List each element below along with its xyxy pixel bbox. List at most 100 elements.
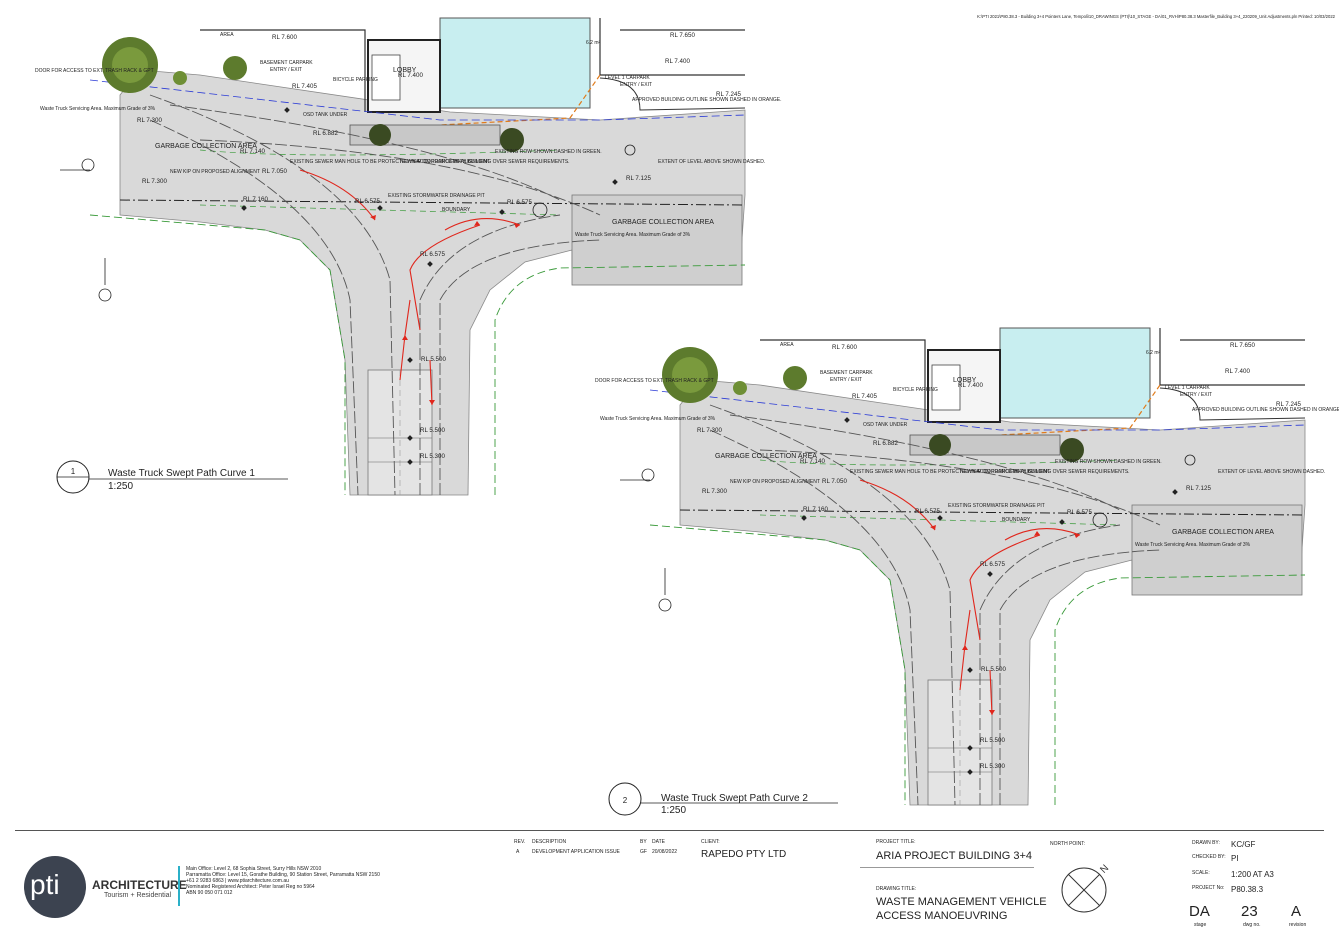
drawing-title-line-2: ACCESS MANOEUVRING bbox=[876, 910, 1008, 922]
level-label: RL 5.300 bbox=[420, 453, 445, 460]
stage-value: DA bbox=[1189, 903, 1210, 920]
level-label: RL 7.125 bbox=[1186, 485, 1211, 492]
pti-logo: pti bbox=[24, 856, 86, 918]
note-label: APPROVED BUILDING OUTLINE SHOWN DASHED I… bbox=[1192, 407, 1339, 413]
level-label: RL 7.300 bbox=[142, 178, 167, 185]
company-tagline: Tourism + Residential bbox=[104, 892, 172, 899]
level-label: RL 7.160 bbox=[243, 196, 268, 203]
drawn-by-value: KC/GF bbox=[1231, 840, 1256, 849]
note-label: EXISTING ROW SHOWN DASHED IN GREEN. bbox=[495, 149, 602, 155]
description-value: DEVELOPMENT APPLICATION ISSUE bbox=[532, 849, 620, 855]
date-header: DATE bbox=[652, 839, 665, 845]
client-value: RAPEDO PTY LTD bbox=[701, 849, 787, 860]
view-number-bubble bbox=[608, 782, 642, 816]
project-label: PROJECT TITLE: bbox=[876, 839, 916, 845]
client-label: CLIENT: bbox=[701, 839, 720, 845]
garbage-label: GARBAGE COLLECTION AREA bbox=[155, 143, 257, 150]
by-header: BY bbox=[640, 839, 647, 845]
level-label: RL 7.400 bbox=[398, 72, 423, 79]
garbage-label: GARBAGE COLLECTION AREA bbox=[612, 219, 714, 226]
file-path-text: K:\PTI 2021\P80.38.3 - Building 3+4 Poin… bbox=[977, 14, 1336, 19]
view-scale: 1:250 bbox=[661, 805, 686, 816]
scale-value: 1:200 AT A3 bbox=[1231, 870, 1274, 879]
project-value: ARIA PROJECT BUILDING 3+4 bbox=[876, 850, 1032, 862]
note-label: Waste Truck Servicing Area. Maximum Grad… bbox=[40, 106, 156, 112]
note-label: EXISTING SEWER MAN HOLE TO BE PROTECTED … bbox=[850, 469, 1130, 475]
site-plan-drawing: K:\PTI 2021\P80.38.3 - Building 3+4 Poin… bbox=[35, 14, 1339, 816]
level-label: RL 7.125 bbox=[626, 175, 651, 182]
note-label: Waste Truck Servicing Area. Maximum Grad… bbox=[575, 232, 691, 238]
date-value: 20/08/2022 bbox=[652, 849, 678, 855]
level-label: RL 6.882 bbox=[873, 440, 898, 447]
note-label: APPROVED BUILDING OUTLINE SHOWN DASHED I… bbox=[632, 97, 781, 103]
revision-label: revision bbox=[1289, 922, 1307, 928]
rev-value: A bbox=[516, 849, 520, 855]
level-label: RL 7.160 bbox=[803, 506, 828, 513]
view-scale: 1:250 bbox=[108, 481, 133, 492]
note-label: EXTENT OF LEVEL ABOVE SHOWN DASHED. bbox=[1218, 469, 1325, 475]
title-block: pti ARCHITECTURE Tourism + Residential M… bbox=[0, 830, 1339, 947]
view-number: 2 bbox=[623, 796, 628, 805]
level-label: RL 6.575 bbox=[915, 508, 940, 515]
note-label: EXTENT OF LEVEL ABOVE SHOWN DASHED. bbox=[658, 159, 765, 165]
dwg-no-value: 23 bbox=[1241, 903, 1258, 920]
company-name: ARCHITECTURE bbox=[92, 878, 187, 892]
level-label: RL 7.650 bbox=[1230, 342, 1255, 349]
level-label: RL 5.500 bbox=[421, 356, 446, 363]
level-label: RL 7.245 bbox=[716, 91, 741, 98]
drawn-by-label: DRAWN BY: bbox=[1192, 840, 1220, 846]
north-arrow-icon: N bbox=[1061, 863, 1111, 913]
checked-by-value: PI bbox=[1231, 854, 1239, 863]
level-label: RL 6.882 bbox=[313, 130, 338, 137]
level-label: RL 5.500 bbox=[980, 737, 1005, 744]
level-label: RL 7.600 bbox=[832, 344, 857, 351]
view-2-plan: RL 7.600 RL 7.405 RL 7.400 RL 7.300 RL 7… bbox=[595, 327, 1339, 816]
level-label: RL 7.400 bbox=[665, 58, 690, 65]
note-label: NEW KIP ON PROPOSED ALIGNMENT bbox=[170, 169, 260, 175]
room-label: BICYCLE PARKING bbox=[333, 77, 378, 83]
level-label: RL 7.650 bbox=[670, 32, 695, 39]
view-1-plan: RL 7.600 RL 7.405 RL 7.400 RL 7.300 RL 7… bbox=[35, 17, 781, 496]
note-label: DOOR FOR ACCESS TO EXT. TRASH RACK & GPT bbox=[595, 378, 714, 384]
drawing-title-line-1: WASTE MANAGEMENT VEHICLE bbox=[876, 896, 1047, 908]
room-label: BICYCLE PARKING bbox=[893, 387, 938, 393]
note-label: BOUNDARY bbox=[442, 207, 471, 213]
scale-label: SCALE: bbox=[1192, 870, 1210, 876]
level-label: RL 7.050 bbox=[822, 478, 847, 485]
level-label: RL 6.575 bbox=[420, 251, 445, 258]
note-label: EXISTING ROW SHOWN DASHED IN GREEN. bbox=[1055, 459, 1162, 465]
by-value: GF bbox=[640, 849, 647, 855]
level-label: RL 7.400 bbox=[1225, 368, 1250, 375]
project-no-value: P80.38.3 bbox=[1231, 885, 1264, 894]
level-label: RL 7.050 bbox=[262, 168, 287, 175]
north-point-label: NORTH POINT: bbox=[1050, 841, 1086, 847]
room-label: OSD TANK UNDER bbox=[863, 422, 908, 428]
rev-header: REV. bbox=[514, 839, 526, 845]
north-letter: N bbox=[1098, 863, 1111, 876]
note-label: Waste Truck Servicing Area. Maximum Grad… bbox=[1135, 542, 1251, 548]
room-label: BASEMENT CARPARK bbox=[820, 370, 873, 376]
checked-by-label: CHECKED BY: bbox=[1192, 854, 1226, 860]
room-label: BASEMENT CARPARK bbox=[260, 60, 313, 66]
level-label: RL 7.400 bbox=[958, 382, 983, 389]
room-label: ENTRY / EXIT bbox=[620, 82, 652, 88]
room-label: OSD TANK UNDER bbox=[303, 112, 348, 118]
level-label: RL 5.500 bbox=[981, 666, 1006, 673]
level-label: RL 7.405 bbox=[852, 393, 877, 400]
view-number: 1 bbox=[71, 467, 76, 476]
level-label: RL 7.600 bbox=[272, 34, 297, 41]
lobby-label: LOBBY bbox=[393, 67, 417, 74]
room-label: ENTRY / EXIT bbox=[830, 377, 862, 383]
level-label: RL 7.245 bbox=[1276, 401, 1301, 408]
dwg-no-label: dwg no. bbox=[1243, 922, 1261, 928]
room-label: AREA bbox=[780, 342, 794, 348]
note-label: Waste Truck Servicing Area. Maximum Grad… bbox=[600, 416, 716, 422]
note-label: NEW KIP ON PROPOSED ALIGNMENT bbox=[960, 469, 1050, 475]
level-label: RL 5.300 bbox=[980, 763, 1005, 770]
note-label: BOUNDARY bbox=[1002, 517, 1031, 523]
note-label: DOOR FOR ACCESS TO EXT. TRASH RACK & GPT bbox=[35, 68, 154, 74]
view-title: Waste Truck Swept Path Curve 1 bbox=[108, 468, 255, 479]
level-label: RL 6.575 bbox=[980, 561, 1005, 568]
level-label: RL 7.300 bbox=[137, 117, 162, 124]
room-label: AREA bbox=[220, 32, 234, 38]
